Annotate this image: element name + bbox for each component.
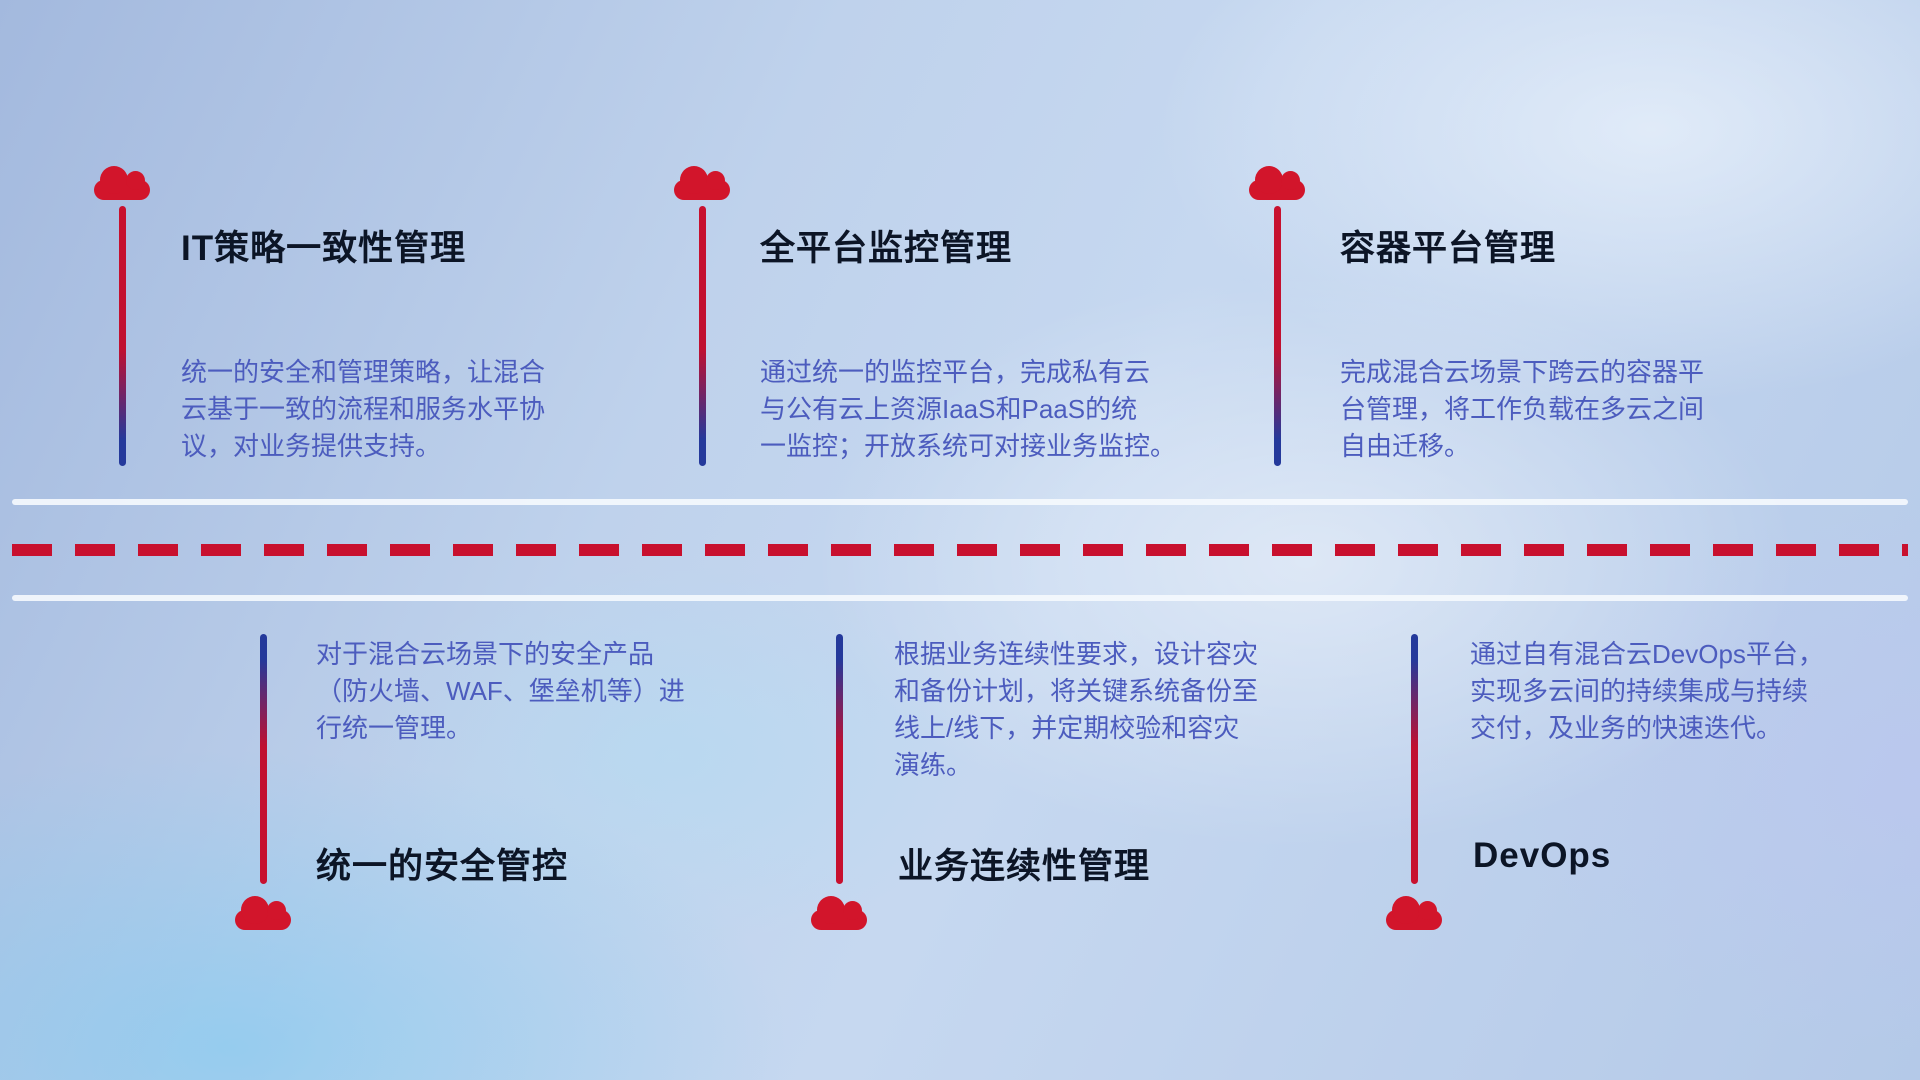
- cloud-icon: [1386, 896, 1442, 930]
- cloud-icon: [811, 896, 867, 930]
- cloud-icon: [94, 166, 150, 200]
- item-description: 对于混合云场景下的安全产品 （防火墙、WAF、堡垒机等）进 行统一管理。: [316, 639, 685, 743]
- connector-line: [260, 634, 267, 884]
- cloud-icon: [674, 166, 730, 200]
- item-description: 完成混合云场景下跨云的容器平 台管理，将工作负载在多云之间 自由迁移。: [1340, 357, 1705, 461]
- connector-line: [836, 634, 843, 884]
- cloud-icon: [1249, 166, 1305, 200]
- timeline-dashed-line: [12, 544, 1908, 556]
- connector-line: [1411, 634, 1418, 884]
- item-description: 通过自有混合云DevOps平台， 实现多云间的持续集成与持续 交付，及业务的快速…: [1470, 639, 1824, 743]
- connector-line: [119, 206, 126, 466]
- item-description: 通过统一的监控平台，完成私有云 与公有云上资源IaaS和PaaS的统 一监控；开…: [760, 357, 1177, 461]
- item-description: 统一的安全和管理策略，让混合 云基于一致的流程和服务水平协 议，对业务提供支持。: [181, 357, 546, 461]
- connector-line: [1274, 206, 1281, 466]
- item-description: 根据业务连续性要求，设计容灾 和备份计划，将关键系统备份至 线上/线下，并定期校…: [894, 639, 1259, 780]
- connector-line: [699, 206, 706, 466]
- item-title: DevOps: [1473, 836, 1612, 875]
- item-title: 容器平台管理: [1340, 229, 1557, 268]
- cloud-icon: [235, 896, 291, 930]
- timeline-solid-line-bottom: [12, 595, 1908, 601]
- timeline-solid-line-top: [12, 499, 1908, 505]
- item-title: 统一的安全管控: [316, 847, 569, 886]
- item-title: 业务连续性管理: [898, 847, 1151, 886]
- item-title: IT策略一致性管理: [181, 229, 467, 268]
- item-title: 全平台监控管理: [760, 229, 1013, 268]
